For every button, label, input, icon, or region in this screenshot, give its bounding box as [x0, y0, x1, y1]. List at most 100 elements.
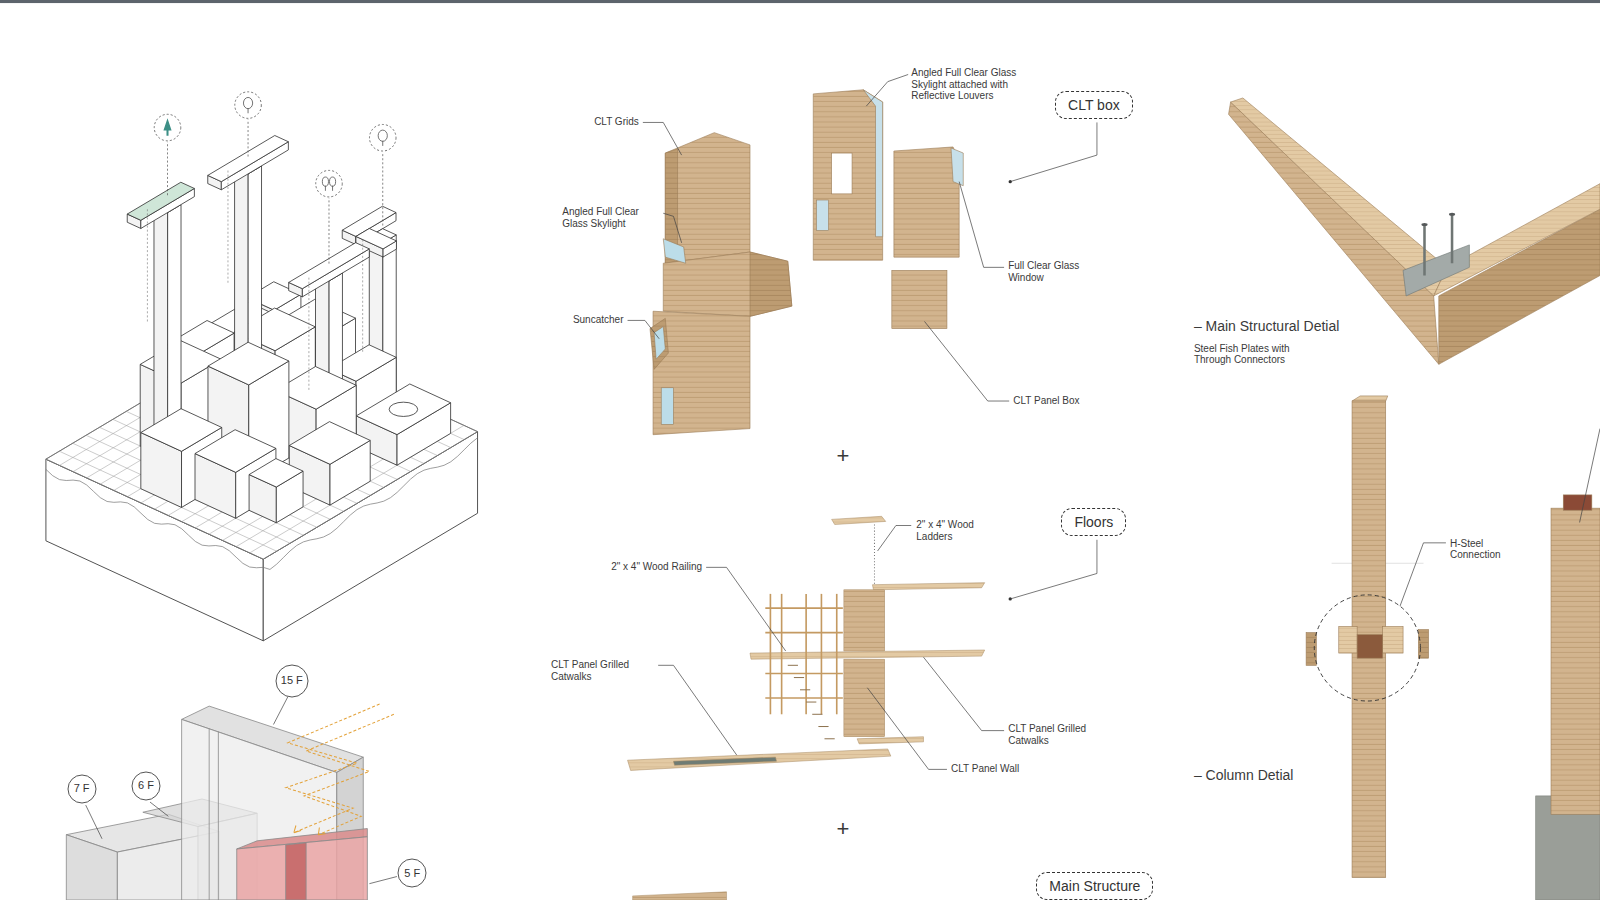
beam-joint-model	[1434, 184, 1600, 296]
sun-ray-arrows	[286, 704, 380, 833]
floor-model	[633, 892, 727, 900]
leader-lines	[866, 74, 908, 106]
group-tag: Main Structure	[1036, 872, 1153, 900]
top-bar	[0, 0, 1600, 3]
floor-model	[794, 677, 804, 678]
building-block	[127, 136, 450, 523]
node-label: 5 F	[404, 867, 420, 880]
green-roof-icon	[378, 130, 387, 141]
beam-joint-model	[1449, 213, 1455, 216]
floor-tag: 6 F	[131, 771, 161, 801]
leader-lines	[273, 697, 287, 725]
floor-model	[765, 697, 843, 699]
callout-text: H-Steel Connection	[1450, 538, 1516, 561]
green-roof-icon	[167, 142, 168, 195]
floor-tag: 7 F	[67, 774, 97, 804]
building-block	[356, 384, 450, 435]
floor-model	[781, 594, 783, 714]
floor-model	[628, 749, 891, 770]
beam-joint-model	[1403, 245, 1469, 296]
site-grid	[46, 332, 478, 560]
floor-model	[750, 650, 985, 659]
callout-text: CLT Panel Box	[1013, 395, 1079, 407]
callout-text: Full Clear Glass Window	[1008, 260, 1095, 283]
column-model	[1357, 635, 1383, 658]
column-model	[1383, 627, 1403, 654]
leader-lines	[1010, 540, 1097, 599]
floor-model	[805, 594, 807, 714]
clt-box-model	[894, 147, 959, 257]
floor-model	[788, 665, 835, 738]
green-roof-icon	[316, 170, 343, 197]
floor-model	[832, 516, 886, 524]
leader-lines	[86, 74, 1600, 883]
callout-text: CLT Panel Grilled Catwalks	[551, 659, 653, 682]
green-roof-icon	[322, 177, 328, 186]
green-roof-icon	[362, 240, 363, 352]
callout-text: 2" x 4" Wood Railing	[611, 561, 702, 573]
column-model	[1314, 595, 1420, 701]
floor-model	[874, 524, 875, 583]
floor-model	[818, 726, 828, 727]
leader-lines	[923, 657, 1004, 730]
node-label: Main Structure	[1049, 878, 1140, 894]
callout-text: Angled Full Clear Glass Skylight attache…	[911, 67, 1039, 102]
beam-joint-model	[1451, 214, 1454, 263]
column-model	[1352, 396, 1388, 401]
green-roof-icon	[243, 97, 252, 108]
leader-lines	[924, 321, 1009, 401]
column-model	[1563, 495, 1592, 510]
clt-box-model	[863, 90, 882, 237]
green-roof-icon	[382, 152, 383, 226]
floor-tag: 15 F	[275, 664, 309, 698]
green-roof-icon	[248, 108, 249, 113]
floor-model	[628, 516, 985, 900]
clt-box-model	[816, 200, 828, 231]
callout-text: Suncatcher	[573, 314, 624, 326]
green-roof-icon	[332, 186, 333, 191]
clt-box-model	[813, 90, 882, 260]
clt-box-model	[650, 318, 668, 369]
leader-lines	[643, 122, 682, 155]
building-block	[208, 342, 289, 385]
floor-model	[844, 659, 885, 737]
building-block	[289, 422, 370, 465]
top-bar	[0, 0, 1600, 3]
clt-box-model	[832, 153, 852, 194]
sun-ray-arrows	[304, 714, 394, 834]
plus-sign: +	[836, 816, 849, 841]
node-label: CLT box	[1068, 97, 1120, 113]
floor-model	[872, 583, 984, 590]
leader-lines	[706, 567, 786, 651]
green-roof-icon	[227, 171, 228, 283]
tag-circle	[68, 775, 96, 803]
node-label: 15 F	[281, 674, 303, 687]
green-roof-icon	[328, 198, 329, 264]
group-tag: Floors	[1061, 508, 1126, 536]
clt-box-model	[663, 239, 685, 263]
leader-lines	[86, 805, 102, 839]
site-slab	[46, 332, 478, 641]
site-grid	[263, 432, 477, 560]
floor-model	[800, 689, 810, 690]
floor-model	[765, 632, 843, 634]
leader-lines	[959, 182, 1004, 268]
floor-model	[812, 714, 822, 715]
city-model	[46, 92, 478, 641]
floor-model	[844, 590, 885, 651]
column-model	[1551, 508, 1600, 814]
massing-volumes	[218, 732, 219, 900]
green-roof-icon	[325, 186, 326, 191]
leader-lines	[1580, 429, 1600, 523]
green-roof-icon	[369, 124, 396, 151]
green-roof-icon	[382, 141, 383, 146]
clt-box-model	[892, 270, 947, 328]
massing-volumes	[66, 835, 117, 900]
callout-text: Angled Full Clear Glass Skylight	[562, 206, 659, 229]
node-label: 7 F	[74, 782, 90, 795]
floor-tag: 5 F	[397, 858, 427, 888]
tag-circle	[132, 772, 160, 800]
